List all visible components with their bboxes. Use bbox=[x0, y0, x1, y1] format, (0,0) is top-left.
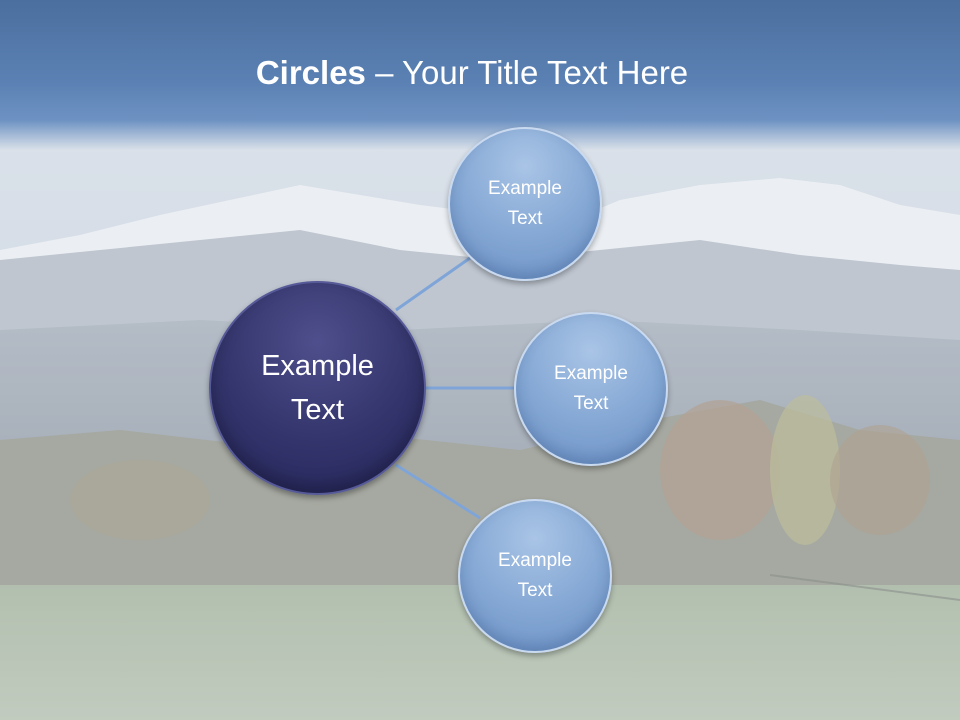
connector-line-1 bbox=[395, 256, 471, 312]
center-circle-label: Example Text bbox=[261, 350, 374, 426]
title-rest-part: – Your Title Text Here bbox=[365, 54, 689, 91]
satellite-circle-2: Example Text bbox=[514, 312, 668, 466]
slide-title: Circles – Your Title Text Here bbox=[0, 54, 944, 92]
satellite-circle-label: Example Text bbox=[554, 363, 628, 414]
center-circle: Example Text bbox=[209, 281, 426, 495]
title-bar bbox=[0, 0, 960, 150]
satellite-circle-label: Example Text bbox=[488, 178, 562, 229]
connector-line-3 bbox=[395, 463, 481, 520]
satellite-circle-3: Example Text bbox=[458, 499, 612, 653]
satellite-circle-1: Example Text bbox=[448, 127, 602, 281]
satellite-circle-label: Example Text bbox=[498, 550, 572, 601]
title-bold-part: Circles bbox=[255, 54, 366, 91]
